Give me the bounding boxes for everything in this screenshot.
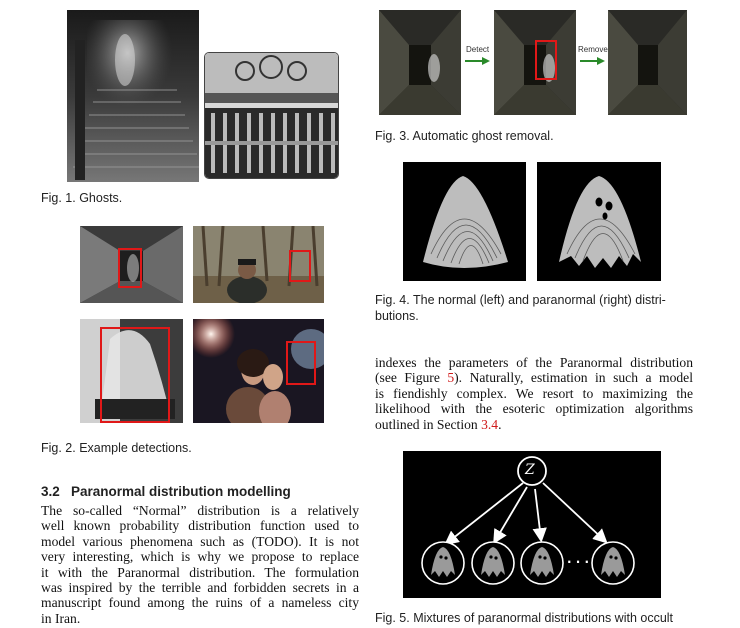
section-line: was inspired by the terrible and forbidd… xyxy=(41,580,359,596)
text-span: (see Figure xyxy=(375,370,448,386)
right-column-text: indexes the parameters of the Paranormal… xyxy=(375,355,693,432)
section-line: in Iran. xyxy=(41,610,81,626)
fig2-forest-photo xyxy=(193,226,324,303)
fig3-cleaned-photo xyxy=(608,10,687,115)
fig1-staircase-photo xyxy=(67,10,199,182)
detect-label: Detect xyxy=(466,45,490,54)
detection-box xyxy=(535,40,557,80)
text-line: is fiendishly complex. We resort to maxi… xyxy=(375,385,693,401)
fig4-normal-distribution xyxy=(403,162,526,281)
fig4-paranormal-distribution xyxy=(537,162,661,281)
fig2-caption: Fig. 2. Example detections. xyxy=(41,441,192,455)
detection-box xyxy=(289,250,311,282)
section-line: model various phenomena such as (TODO). … xyxy=(41,533,359,549)
fig4-caption: Fig. 4. The normal (left) and paranormal… xyxy=(375,292,666,324)
fig2-party-photo xyxy=(193,319,324,423)
remove-label: Remove xyxy=(578,45,608,54)
section-line: The so-called “Normal” distribution is a… xyxy=(41,503,359,518)
text-line: (see Figure 5). Naturally, estimation in… xyxy=(375,370,693,385)
fig2-hallway-photo xyxy=(80,226,183,303)
section-body: The so-called “Normal” distribution is a… xyxy=(41,503,359,626)
fig1-caption: Fig. 1. Ghosts. xyxy=(41,191,123,205)
section-line: it with the Paranormal distribution. The… xyxy=(41,564,359,580)
text-span: ). Naturally, estimation in such a model xyxy=(454,370,693,386)
fig4-caption-line: butions. xyxy=(375,309,419,323)
section-line: manuscript found among the ruins of a na… xyxy=(41,595,359,611)
fig5-mixture-diagram: Z · · · xyxy=(403,451,661,598)
fig1-church-photo xyxy=(204,52,339,179)
fig4-caption-line: Fig. 4. The normal (left) and paranormal… xyxy=(375,293,666,307)
detection-box xyxy=(100,327,170,423)
text-span: . xyxy=(498,416,502,432)
latent-z-label: Z xyxy=(525,462,535,478)
text-line: likelihood with the esoteric optimizatio… xyxy=(375,401,693,417)
detection-box xyxy=(286,341,316,385)
remove-arrow-icon xyxy=(580,57,605,65)
text-line: outlined in Section 3.4. xyxy=(375,417,693,432)
ghost-node xyxy=(421,541,635,585)
ellipsis-dots: · · · xyxy=(567,555,590,569)
figure-5-link[interactable]: 5 xyxy=(447,370,455,386)
section-line: very interesting, which is why we propos… xyxy=(41,549,359,565)
fig3-input-photo xyxy=(379,10,461,115)
fig5-caption: Fig. 5. Mixtures of paranormal distribut… xyxy=(375,611,674,625)
text-span: outlined in Section xyxy=(375,416,482,432)
section-heading: 3.2 Paranormal distribution modelling xyxy=(41,484,291,499)
fig3-caption: Fig. 3. Automatic ghost removal. xyxy=(375,129,554,143)
detection-box xyxy=(118,248,142,288)
detect-arrow-icon xyxy=(465,57,490,65)
text-line: indexes the parameters of the Paranormal… xyxy=(375,355,693,370)
section-3-4-link[interactable]: 3.4 xyxy=(481,416,499,432)
section-line: well known probability distribution func… xyxy=(41,518,359,534)
fig3-detected-photo xyxy=(494,10,576,115)
fig2-sheet-ghost-photo xyxy=(80,319,183,423)
